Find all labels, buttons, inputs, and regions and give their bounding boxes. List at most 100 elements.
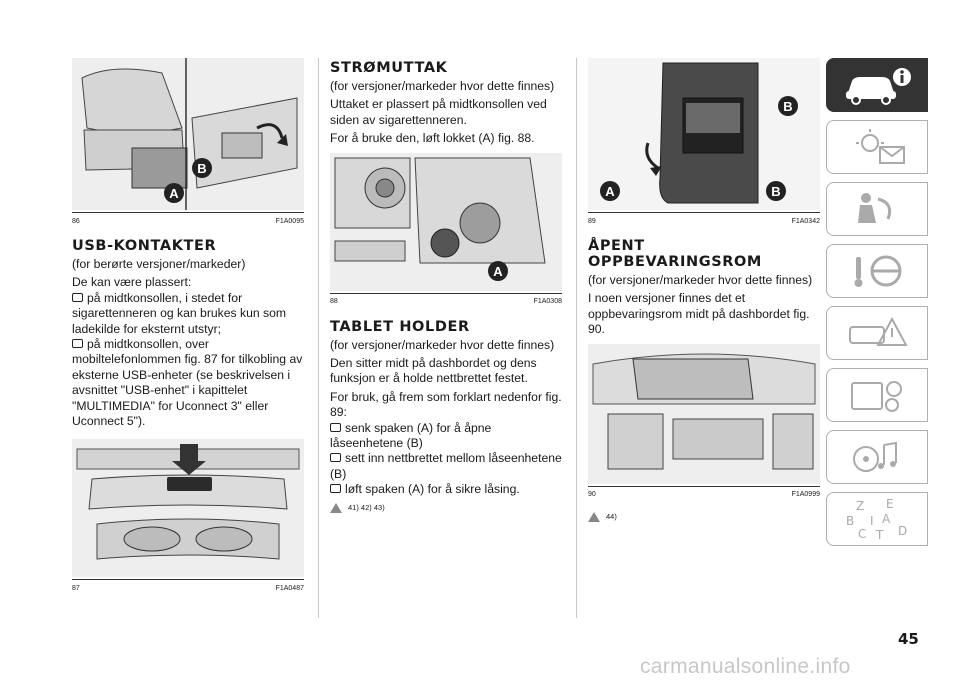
bullet-box-icon [72, 339, 83, 349]
figure-86: A B [72, 58, 304, 210]
index-letter: E [886, 497, 894, 511]
index-letter: B [846, 514, 854, 528]
maintenance-icon [851, 381, 902, 412]
column-3: B A B 89 F1A0342 ÅPENT OPPBEVARINGSROM (… [588, 58, 820, 522]
callout-a-label: A [605, 184, 615, 199]
column-2: STRØMUTTAK (for versjoner/markeder hvor … [330, 48, 562, 513]
figure-88: A [330, 152, 562, 291]
safety-airbag-icon [858, 193, 892, 223]
starting-driving-icon [854, 255, 902, 287]
section-heading-power-outlet: STRØMUTTAK [330, 60, 448, 76]
section-heading-open-storage: ÅPENT OPPBEVARINGSROM [588, 238, 762, 270]
bullet-text: sett inn nettbrettet mellom låseenhetene… [330, 451, 562, 481]
callout-a-marker [600, 181, 620, 201]
callout-a-marker [488, 260, 508, 281]
callout-b-marker [766, 181, 786, 201]
bullet-text: på midtkonsollen, i stedet for sigarette… [72, 290, 287, 336]
paragraph: I noen versjoner finnes det et oppbevari… [588, 291, 810, 337]
tab-car-info[interactable] [826, 58, 928, 112]
note-references: 41) 42) 43) [348, 503, 385, 513]
figure-number: 89 [588, 217, 596, 225]
section-heading-tablet-holder: TABLET HOLDER [330, 318, 470, 335]
storage-compartment [632, 358, 754, 400]
index-letter: I [870, 514, 874, 528]
tab-multimedia[interactable] [826, 430, 928, 484]
figure-number: 88 [330, 298, 338, 306]
warning-notes: 44) [588, 511, 820, 522]
callout-a-label: A [493, 264, 503, 279]
index-letter: T [875, 528, 884, 541]
figure-90-illustration [588, 343, 820, 484]
multimedia-icon [853, 441, 897, 472]
rotate-arrow-icon [650, 166, 662, 176]
paragraph: For bruk, gå frem som forklart nedenfor … [330, 389, 562, 420]
index-letter: A [882, 512, 891, 526]
figure-87-caption: 87 F1A0487 [72, 579, 304, 593]
section-heading-usb: USB-KONTAKTER [72, 238, 217, 254]
car-info-icon [846, 68, 911, 105]
usb-port [167, 477, 212, 492]
paragraph: Uttaket er plassert på midtkonsollen ved… [330, 97, 547, 127]
index-letter: D [898, 524, 907, 538]
warning-lights-icon [856, 129, 905, 164]
bullet-text: senk spaken (A) for å åpne låseenhetene … [330, 420, 492, 451]
figure-code: F1A0487 [275, 584, 304, 592]
column-divider [576, 58, 577, 618]
bullet-box-icon [330, 484, 341, 494]
index-icon: Z E B A C T D I [846, 497, 907, 541]
warning-triangle-icon [588, 511, 600, 522]
paragraph: (for versjoner/markeder hvor dette finne… [588, 273, 813, 287]
note-references: 44) [606, 512, 617, 522]
warning-triangle-icon [330, 502, 342, 513]
tab-starting-driving[interactable] [826, 244, 928, 298]
paragraph: (for versjoner/markeder hvor dette finne… [330, 79, 555, 93]
figure-number: 86 [72, 217, 80, 225]
bullet-item: på midtkonsollen, i stedet for sigarette… [72, 291, 304, 337]
paragraph: Den sitter midt på dashbordet og dens fu… [330, 356, 537, 386]
figure-89-caption: 89 F1A0342 [588, 212, 820, 226]
bullet-box-icon [330, 453, 341, 463]
callout-b-marker [778, 96, 798, 116]
figure-87-illustration [72, 439, 304, 578]
bullet-box-icon [330, 422, 341, 432]
chapter-tab-sidebar: Z E B A C T D I [826, 58, 928, 554]
tab-index[interactable]: Z E B A C T D I [826, 492, 928, 546]
paragraph: (for versjoner/markeder hvor dette finne… [330, 337, 555, 352]
paragraph: De kan være plassert: [72, 275, 192, 290]
callout-a-label: A [169, 186, 179, 201]
tab-safety[interactable] [826, 182, 928, 236]
bullet-item: på midtkonsollen, over mobiltelefonlomme… [72, 337, 304, 429]
figure-87 [72, 439, 304, 578]
column-divider [318, 58, 319, 618]
paragraph: (for berørte versjoner/markeder) [72, 257, 246, 271]
watermark: carmanualsonline.info [640, 655, 851, 678]
bullet-item: løft spaken (A) for å sikre låsing. [330, 482, 562, 497]
index-letter: Z [856, 499, 864, 513]
figure-code: F1A0342 [791, 217, 820, 225]
emergency-icon [849, 316, 908, 346]
figure-90-caption: 90 F1A0999 [588, 485, 820, 500]
figure-code: F1A0095 [275, 217, 304, 225]
tab-maintenance[interactable] [826, 368, 928, 422]
tab-warning-lights[interactable] [826, 120, 928, 174]
bullet-text: på midtkonsollen, over mobiltelefonlomme… [72, 337, 303, 429]
bullet-item: senk spaken (A) for å åpne låseenhetene … [330, 421, 562, 452]
tab-emergency[interactable] [826, 306, 928, 360]
figure-86-caption: 86 F1A0095 [72, 212, 304, 226]
index-letter: C [858, 527, 866, 541]
figure-code: F1A0308 [533, 298, 562, 306]
page-number: 45 [898, 630, 919, 648]
figure-86-illustration: A B [72, 58, 304, 210]
callout-a-marker [164, 183, 184, 203]
bullet-box-icon [72, 292, 83, 302]
bullet-item: sett inn nettbrettet mellom låseenhetene… [330, 451, 562, 482]
bullet-text: løft spaken (A) for å sikre låsing. [345, 482, 520, 497]
callout-b-label: B [197, 161, 206, 176]
callout-b-label: B [783, 99, 792, 114]
warning-notes: 41) 42) 43) [330, 502, 562, 513]
figure-89: B A B [588, 58, 820, 210]
callout-b-label: B [771, 184, 780, 199]
figure-number: 87 [72, 584, 80, 592]
figure-89-illustration: B A B [588, 58, 820, 210]
figure-number: 90 [588, 491, 596, 499]
